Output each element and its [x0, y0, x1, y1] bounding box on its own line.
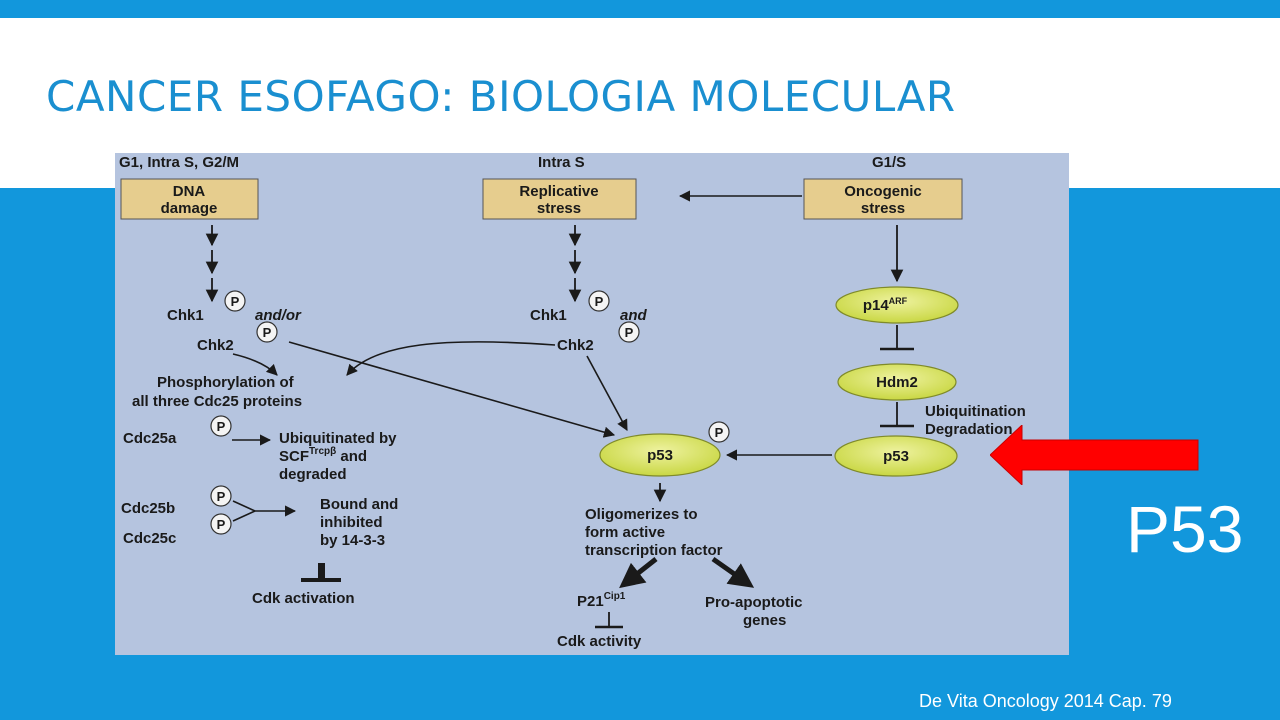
chk2-mid-label: Chk2	[557, 337, 594, 354]
oncogenic-stress-box: Oncogenic stress	[803, 178, 963, 220]
phospho-badge: P	[210, 415, 232, 437]
bound-line3: by 14-3-3	[320, 532, 385, 549]
hdm2-node: Hdm2	[837, 363, 957, 401]
dna-damage-line1: DNA	[173, 183, 206, 200]
degradation-label: Degradation	[925, 421, 1013, 438]
arrow-to-p21	[619, 557, 658, 589]
phospho-badge: P	[256, 321, 278, 343]
oncogenic-stress-line1: Oncogenic	[844, 183, 922, 200]
oligomerizes-line1: Oligomerizes to	[585, 506, 698, 523]
phospho-badge: P	[224, 290, 246, 312]
arrow-chk2-left-to-p53	[288, 341, 616, 438]
svg-text:P: P	[217, 419, 226, 434]
arrow-chk2-mid-to-p53	[586, 355, 628, 431]
p14arf-node: p14ARF	[835, 286, 959, 324]
p53-big-label: P53	[1126, 492, 1244, 566]
proapoptotic-line1: Pro-apoptotic	[705, 594, 803, 611]
chk2-left-label: Chk2	[197, 337, 234, 354]
svg-text:P: P	[231, 294, 240, 309]
svg-text:P: P	[263, 325, 272, 340]
cdk-activation-label: Cdk activation	[252, 590, 355, 607]
p53-center-label: p53	[647, 447, 673, 464]
arrow-chk2-left-to-phosphorylation	[232, 353, 278, 376]
cdc25c-label: Cdc25c	[123, 530, 176, 547]
arrow-chk2-mid-to-phosphorylation	[346, 341, 556, 376]
p14arf-label: p14ARF	[863, 296, 908, 314]
oligomerizes-line3: transcription factor	[585, 542, 723, 559]
dna-damage-line2: damage	[161, 200, 218, 217]
svg-text:P: P	[217, 517, 226, 532]
chk1-mid-label: Chk1	[530, 307, 567, 324]
degraded-label: degraded	[279, 466, 347, 483]
bound-line2: inhibited	[320, 514, 383, 531]
svg-text:P: P	[715, 425, 724, 440]
replicative-stress-line2: stress	[537, 200, 581, 217]
oligomerizes-line2: form active	[585, 524, 665, 541]
phase-label-right: G1/S	[872, 154, 906, 171]
oncogenic-stress-line2: stress	[861, 200, 905, 217]
bound-line1: Bound and	[320, 496, 398, 513]
phase-label-left: G1, Intra S, G2/M	[119, 154, 239, 171]
svg-text:P: P	[595, 294, 604, 309]
cdc25a-label: Cdc25a	[123, 430, 177, 447]
svg-text:P: P	[625, 325, 634, 340]
phospho-badge: P	[708, 421, 730, 443]
phosphorylation-line2: all three Cdc25 proteins	[132, 393, 302, 410]
cdc25b-label: Cdc25b	[121, 500, 175, 517]
replicative-stress-line1: Replicative	[519, 183, 598, 200]
p21-label: P21Cip1	[577, 591, 626, 610]
phase-label-middle: Intra S	[538, 154, 585, 171]
ubiquitinated-by-label: Ubiquitinated by	[279, 430, 397, 447]
replicative-stress-box: Replicative stress	[482, 178, 637, 220]
proapoptotic-line2: genes	[743, 612, 786, 629]
cdk-activity-label: Cdk activity	[557, 633, 642, 650]
slide-title: CANCER ESOFAGO: BIOLOGIA MOLECULAR	[46, 72, 956, 121]
hdm2-label: Hdm2	[876, 374, 918, 391]
scf-label: SCFTrcpβ and	[279, 446, 367, 465]
merge-lines-cdc25bc	[232, 500, 256, 522]
dna-damage-box: DNA damage	[120, 178, 259, 220]
p53-center-node: p53	[599, 433, 721, 477]
p53-pathway-diagram: G1, Intra S, G2/M Intra S G1/S DNA damag…	[115, 153, 1069, 655]
inhibition-bar-stem	[318, 563, 325, 579]
phospho-badge: P	[210, 485, 232, 507]
arrow-to-proapoptotic	[711, 556, 755, 588]
phosphorylation-line1: Phosphorylation of	[157, 374, 295, 391]
red-pointer-arrow	[990, 425, 1199, 485]
citation-text: De Vita Oncology 2014 Cap. 79	[919, 691, 1172, 711]
p53-right-node: p53	[834, 435, 958, 477]
chk1-left-label: Chk1	[167, 307, 204, 324]
phospho-badge: P	[618, 321, 640, 343]
phospho-badge: P	[210, 513, 232, 535]
and-or-label: and/or	[255, 307, 302, 324]
and-label: and	[620, 307, 648, 324]
svg-text:P: P	[217, 489, 226, 504]
phospho-badge: P	[588, 290, 610, 312]
top-accent-band	[0, 0, 1280, 18]
p53-right-label: p53	[883, 448, 909, 465]
ubiquitination-label: Ubiquitination	[925, 403, 1026, 420]
inhibition-bar	[301, 578, 341, 582]
